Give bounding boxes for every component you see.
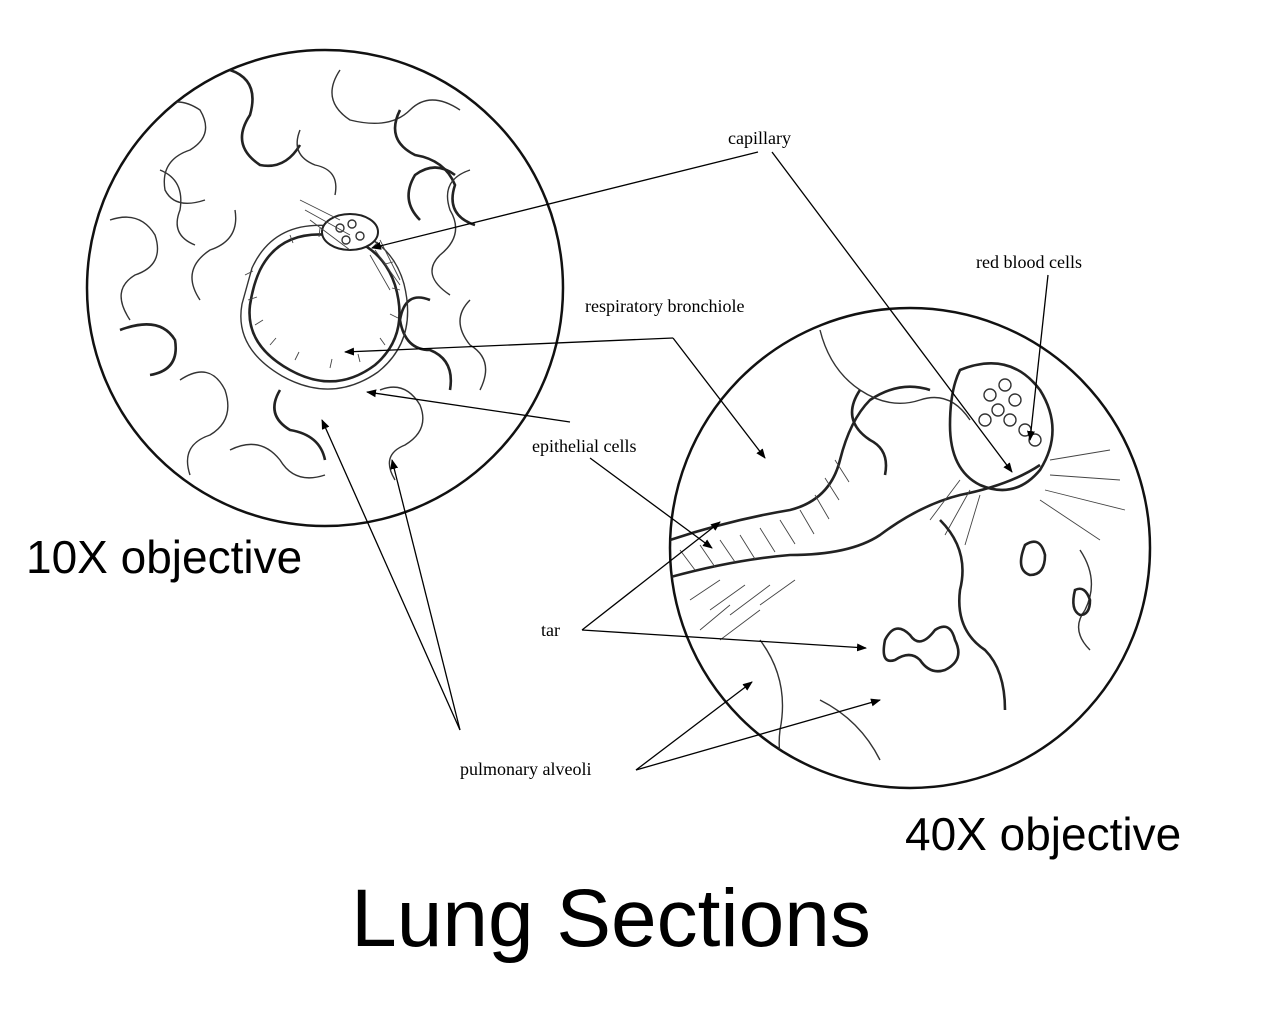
page-title: Lung Sections (351, 873, 871, 964)
arrow-epithelial-high (589, 457, 713, 549)
arrow-epithelial-low (366, 389, 571, 423)
label-tar: tar (541, 620, 560, 640)
label-red-blood-cells: red blood cells (976, 252, 1082, 272)
arrow-tar-1 (581, 521, 721, 631)
annotation-arrows (321, 151, 1049, 771)
alveolar-tissue-high (670, 329, 1126, 788)
arrow-tar-2 (581, 629, 867, 652)
arrow-capillary-low (371, 151, 759, 250)
arrow-alveoli-4 (635, 698, 881, 771)
label-capillary: capillary (728, 128, 791, 148)
arrow-red-blood-cells (1026, 274, 1049, 441)
caption-10x-objective: 10X objective (26, 531, 302, 583)
caption-40x-objective: 40X objective (905, 808, 1181, 860)
label-epithelial-cells: epithelial cells (532, 436, 636, 456)
arrow-bronchiole-low (344, 337, 674, 356)
arrow-alveoli-1 (321, 419, 461, 731)
label-respiratory-bronchiole: respiratory bronchiole (585, 296, 744, 316)
low-power-field (85, 48, 565, 528)
label-pulmonary-alveoli: pulmonary alveoli (460, 759, 591, 779)
arrow-bronchiole-high (672, 337, 766, 459)
arrow-alveoli-2 (390, 459, 461, 731)
arrow-alveoli-3 (635, 681, 753, 771)
alveolar-tissue-low (109, 68, 487, 481)
arrow-capillary-high (771, 151, 1013, 473)
high-power-field (668, 306, 1152, 790)
